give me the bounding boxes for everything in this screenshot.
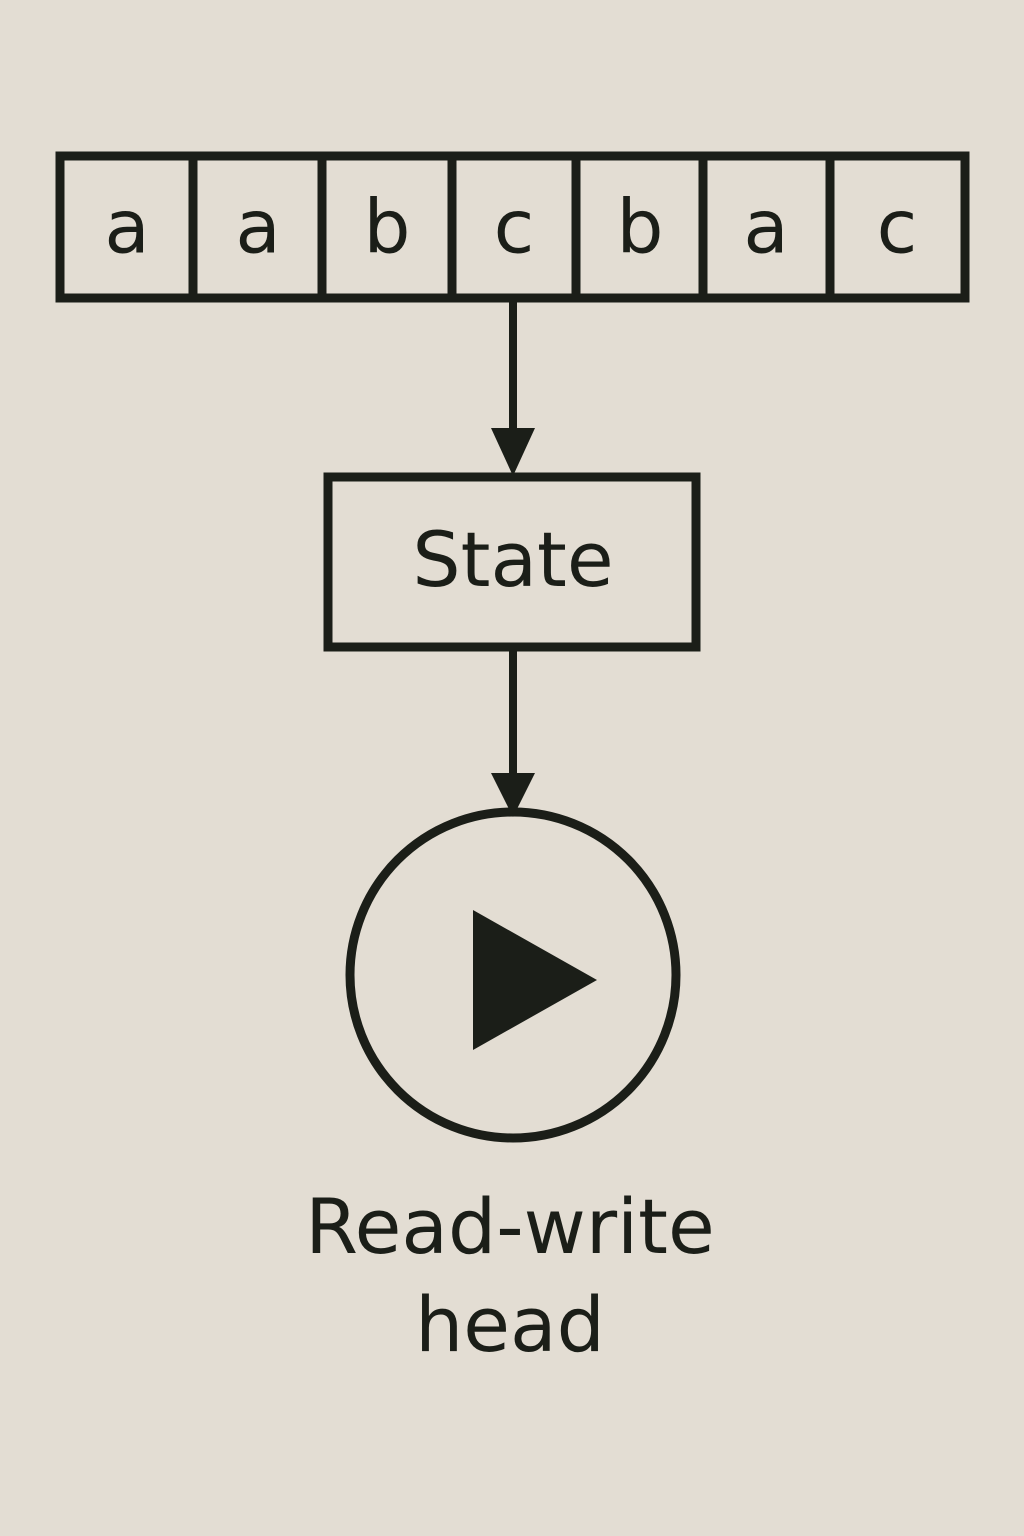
tape-to-state-arrow [491, 298, 535, 476]
tape-cell-2: a [235, 185, 280, 271]
tape-cell-4: c [494, 185, 535, 271]
state-node: State [323, 472, 701, 652]
tape-cell-7: c [877, 185, 918, 271]
state-label: State [412, 515, 613, 604]
play-icon [473, 910, 597, 1050]
arrowhead-icon [491, 773, 535, 817]
read-write-head [345, 807, 681, 1143]
head-circle [345, 807, 681, 1143]
tape-cell-5: b [617, 185, 664, 271]
state-to-head-arrow [491, 647, 535, 817]
head-caption-line-1: Read-write [305, 1182, 714, 1271]
head-caption-line-2: head [415, 1280, 605, 1369]
tape: a a b c b a c [55, 151, 970, 303]
arrowhead-icon [491, 428, 535, 476]
tape-cell-3: b [364, 185, 411, 271]
tape-cell-6: a [743, 185, 788, 271]
tape-cell-1: a [104, 185, 149, 271]
